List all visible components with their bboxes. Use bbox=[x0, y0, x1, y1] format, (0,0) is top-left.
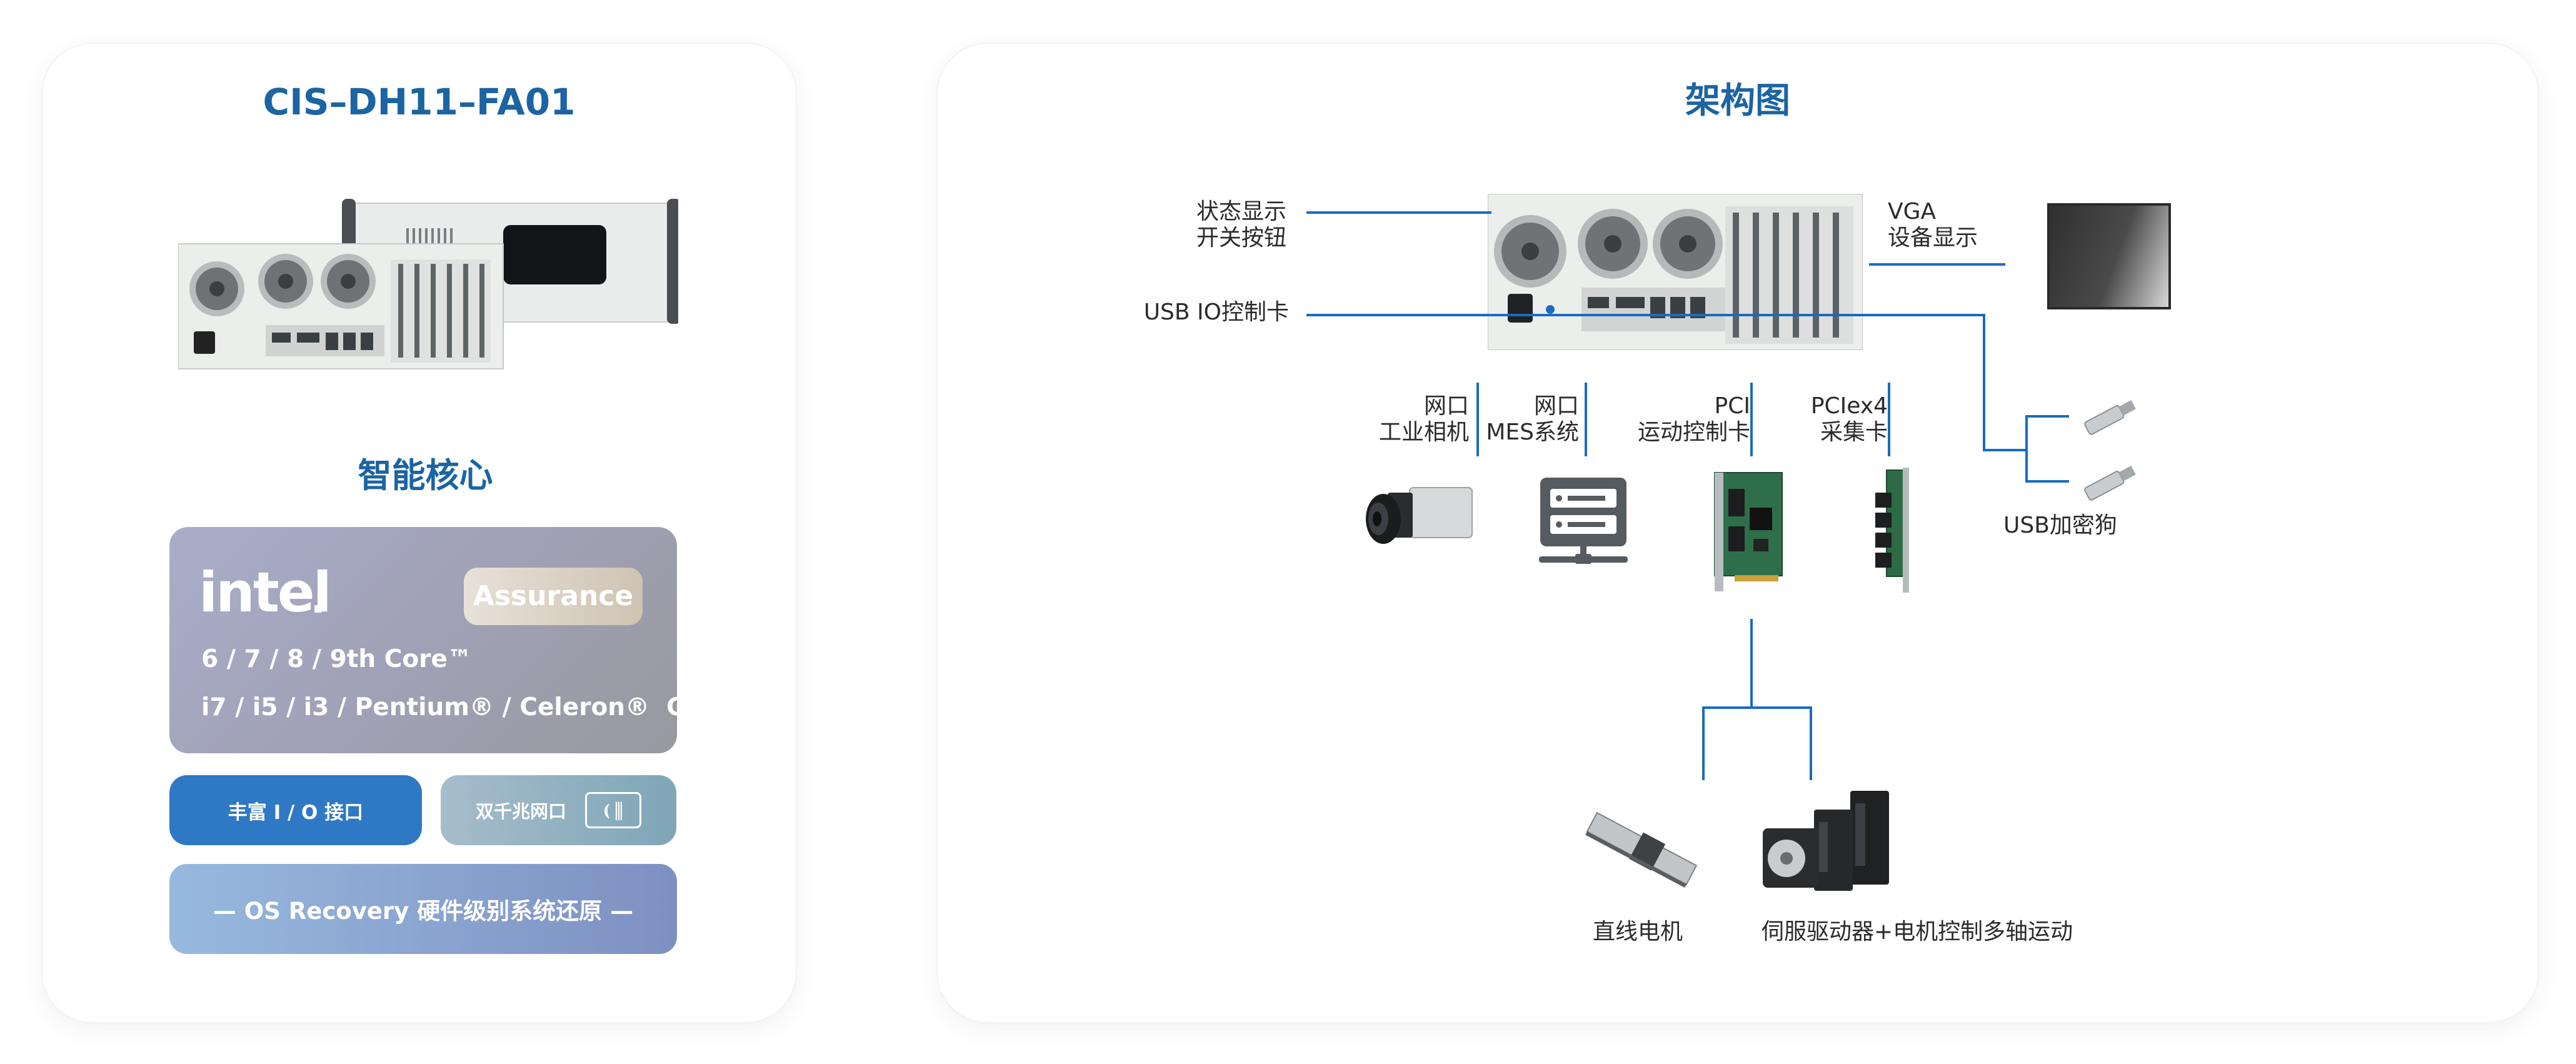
label-pci-line1: PCI bbox=[1714, 393, 1750, 419]
line-pciex4 bbox=[1888, 383, 1890, 456]
label-status-line2: 开关按钮 bbox=[1196, 225, 1286, 251]
cpu-generations: 6 / 7 / 8 / 9th Core™ bbox=[201, 645, 472, 673]
pciex4-card-image bbox=[1875, 468, 1909, 593]
rich-io-label: 丰富 I / O 接口 bbox=[228, 801, 364, 824]
lan-port-icon: ⦅ ⫼ bbox=[585, 792, 641, 828]
line-dongle-vert bbox=[2025, 415, 2028, 483]
label-pci-line2: 运动控制卡 bbox=[1637, 419, 1750, 445]
cpu-card bbox=[169, 527, 677, 753]
label-status-line1: 状态显示 bbox=[1196, 199, 1286, 224]
label-camera-line1: 网口 bbox=[1423, 393, 1469, 419]
line-split-left bbox=[1702, 706, 1705, 780]
label-vga: VGA 设备显示 bbox=[1888, 199, 1978, 251]
label-status-display: 状态显示 开关按钮 bbox=[1144, 199, 1286, 251]
line-dongle-top bbox=[2025, 415, 2069, 418]
cpu-models: i7 / i5 / i3 / Pentium® / Celeron® CPU bbox=[201, 693, 723, 721]
intel-logo-dot bbox=[314, 605, 322, 613]
monitor-image bbox=[2047, 203, 2171, 309]
os-recovery-label: — OS Recovery 硬件级别系统还原 — bbox=[213, 898, 634, 925]
servo-motor-image bbox=[1763, 791, 1889, 891]
server-icon bbox=[1539, 478, 1628, 564]
pci-card-image bbox=[1714, 472, 1783, 591]
label-pciex4: PCIex4 采集卡 bbox=[1788, 393, 1888, 446]
dual-lan-label: 双千兆网口 bbox=[475, 801, 566, 822]
line-usb-down bbox=[1983, 314, 1985, 451]
usb-dongle-image-bottom bbox=[2084, 465, 2136, 501]
line-pci-down bbox=[1750, 619, 1753, 708]
label-mes-line1: 网口 bbox=[1533, 393, 1579, 419]
pc-rear-image bbox=[1488, 194, 1863, 350]
line-split-h bbox=[1702, 706, 1812, 709]
label-usb-dongle: USB加密狗 bbox=[2003, 513, 2117, 538]
architecture-title: 架构图 bbox=[1685, 81, 1790, 121]
industrial-pc-image bbox=[178, 199, 678, 369]
industrial-camera-image bbox=[1366, 487, 1473, 544]
line-camera bbox=[1476, 383, 1479, 456]
line-vga bbox=[1869, 263, 2005, 266]
line-usb-io bbox=[1306, 314, 1985, 316]
model-title: CIS–DH11–FA01 bbox=[263, 81, 576, 123]
line-dongle-bottom bbox=[2025, 480, 2069, 483]
label-usb-io: USB IO控制卡 bbox=[1143, 299, 1289, 325]
label-mes-line2: MES系统 bbox=[1486, 419, 1579, 445]
dual-lan-button: 双千兆网口 ⦅ ⫼ bbox=[441, 775, 676, 845]
usb-dongle-image-top bbox=[2084, 399, 2136, 435]
label-vga-line1: VGA bbox=[1888, 199, 1937, 224]
label-mes: 网口 MES系统 bbox=[1456, 393, 1579, 446]
line-pci bbox=[1750, 383, 1753, 456]
linear-motor-image bbox=[1585, 811, 1698, 888]
line-mes bbox=[1585, 383, 1587, 456]
label-pci: PCI 运动控制卡 bbox=[1619, 393, 1750, 446]
intel-logo: intel bbox=[199, 560, 332, 625]
label-camera-line2: 工业相机 bbox=[1378, 419, 1469, 445]
section-title: 智能核心 bbox=[358, 456, 493, 495]
line-usb-right bbox=[1983, 449, 2027, 451]
label-vga-line2: 设备显示 bbox=[1888, 225, 1978, 251]
label-camera: 网口 工业相机 bbox=[1356, 393, 1469, 446]
label-pciex4-line2: 采集卡 bbox=[1820, 419, 1888, 445]
rich-io-button: 丰富 I / O 接口 bbox=[169, 775, 422, 845]
label-servo: 伺服驱动器+电机控制多轴运动 bbox=[1762, 919, 2073, 945]
os-recovery-banner: — OS Recovery 硬件级别系统还原 — bbox=[169, 864, 677, 954]
line-split-right bbox=[1810, 706, 1812, 780]
label-linear-motor: 直线电机 bbox=[1593, 919, 1683, 945]
assurance-badge: Assurance bbox=[464, 568, 643, 625]
line-status bbox=[1306, 211, 1491, 214]
label-pciex4-line1: PCIex4 bbox=[1810, 393, 1888, 419]
